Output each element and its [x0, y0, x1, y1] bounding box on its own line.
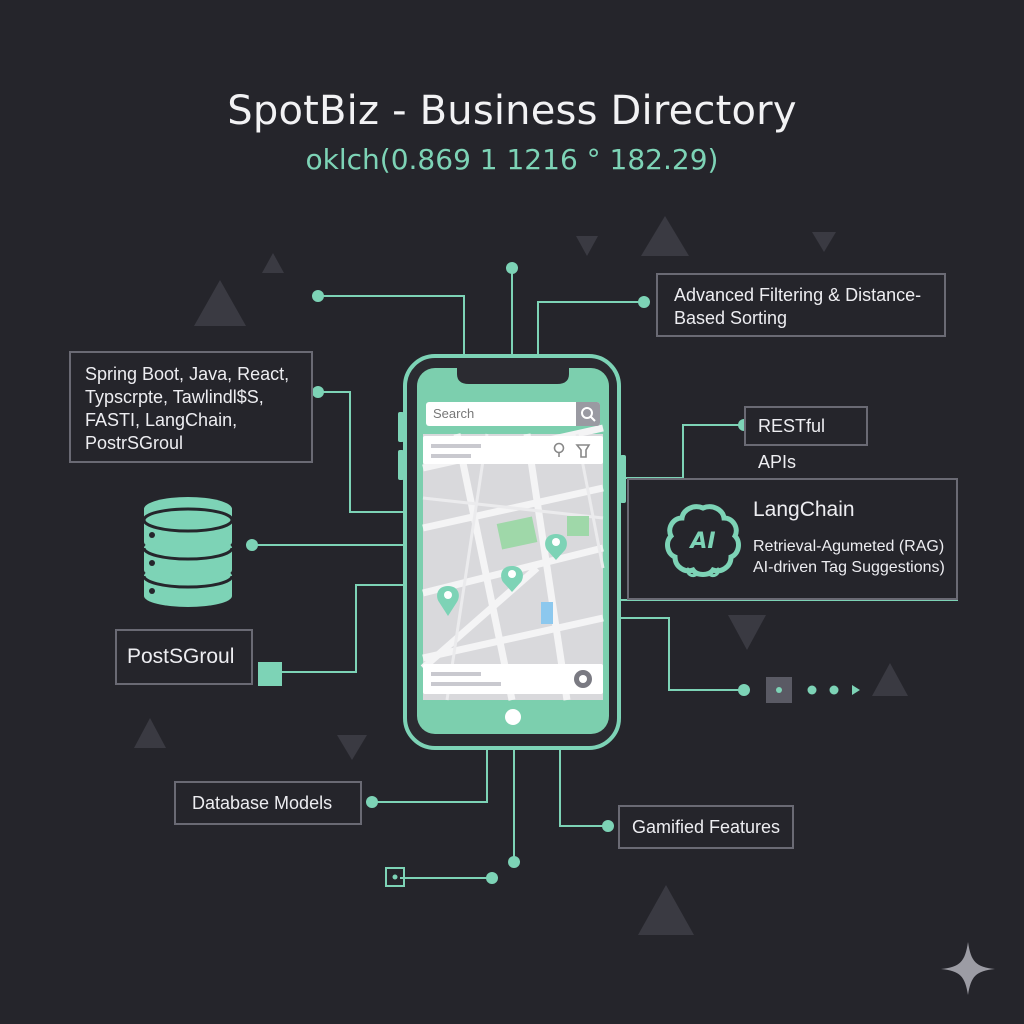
connector-node	[506, 262, 518, 274]
connector-line	[537, 301, 644, 356]
database-models-label: Database Models	[192, 793, 333, 813]
connector-line	[559, 748, 608, 827]
filtering-box: Advanced Filtering & Distance- Based Sor…	[656, 273, 946, 337]
connector-node	[508, 856, 520, 868]
connector-nodes	[246, 262, 860, 884]
arrow-node	[852, 685, 860, 695]
search-icon	[581, 407, 596, 422]
water-area	[541, 602, 553, 624]
triangle-decoration	[134, 718, 166, 748]
tech-stack-line: Spring Boot, Java, React,	[85, 364, 290, 384]
map-view[interactable]	[417, 368, 609, 734]
langchain-title: LangChain	[753, 498, 855, 521]
triangle-decoration	[262, 253, 284, 273]
connector-node	[776, 687, 782, 693]
connector-node	[366, 796, 378, 808]
search-bar[interactable]: Search	[426, 402, 600, 426]
phone-screen	[417, 368, 609, 734]
connector-line	[619, 617, 744, 691]
database-models-box: Database Models	[174, 781, 362, 825]
langchain-line: AI-driven Tag Suggestions)	[753, 559, 945, 576]
filtering-line: Based Sorting	[674, 308, 788, 328]
triangle-decoration	[576, 236, 598, 256]
map-pin[interactable]	[501, 566, 523, 592]
connector-node	[829, 685, 839, 695]
langchain-box: AI LangChain Retrieval-Agumeted (RAG) AI…	[627, 478, 958, 600]
tech-stack-line: PostrSGroul	[85, 433, 184, 453]
connector-node	[312, 386, 324, 398]
triangle-decoration	[337, 735, 367, 760]
restful-apis-box: RESTful APIs	[744, 406, 868, 472]
info-card-bottom	[423, 664, 603, 694]
search-input[interactable]: Search	[433, 406, 475, 421]
square-node	[258, 662, 282, 686]
tech-stack-box: Spring Boot, Java, React, Typscrpte, Taw…	[69, 351, 313, 463]
connector-node	[246, 539, 258, 551]
gamified-features-box: Gamified Features	[618, 805, 794, 849]
triangle-decoration	[194, 280, 246, 326]
tech-stack-line: Typscrpte, Tawlindl$S,	[85, 387, 264, 407]
home-button	[505, 709, 521, 725]
ai-brain-icon: AI	[665, 504, 741, 578]
page-subtitle: oklch(0.869 1 1216 ° 182.29)	[305, 143, 719, 176]
langchain-line: Retrieval-Agumeted (RAG)	[753, 538, 945, 555]
postgres-label: PostSGroul	[127, 645, 235, 668]
connector-line	[282, 584, 405, 673]
sparkle-icon	[941, 942, 995, 995]
map-pin[interactable]	[545, 534, 567, 560]
connector-line	[372, 748, 488, 803]
filtering-line: Advanced Filtering & Distance-	[674, 285, 922, 305]
decorative-triangles	[134, 216, 908, 935]
connector-node	[807, 685, 817, 695]
postgres-box: PostSGroul	[115, 629, 253, 685]
info-card-top	[423, 436, 603, 464]
triangle-decoration	[641, 216, 689, 256]
restful-apis-label: RESTful APIs	[758, 416, 826, 472]
connector-node	[486, 872, 498, 884]
connector-node	[392, 874, 398, 880]
connector-line	[318, 295, 465, 356]
triangle-decoration	[638, 885, 694, 935]
connector-node	[738, 684, 750, 696]
gamified-features-label: Gamified Features	[632, 817, 781, 837]
connector-line	[318, 391, 405, 513]
triangle-decoration	[872, 663, 908, 696]
ai-icon-text: AI	[688, 529, 715, 554]
filter-icon	[575, 444, 591, 458]
phone-notch	[457, 368, 569, 384]
page-title: SpotBiz - Business Directory	[227, 88, 797, 134]
database-icon	[142, 497, 234, 607]
park-area	[567, 516, 589, 536]
triangle-decoration	[812, 232, 836, 252]
connector-node	[602, 820, 614, 832]
connector-node	[312, 290, 324, 302]
connector-node	[638, 296, 650, 308]
park-area	[496, 516, 538, 550]
square-node-outline	[385, 867, 405, 887]
connector-line	[619, 424, 744, 479]
triangle-decoration	[728, 615, 766, 650]
search-button[interactable]	[576, 402, 600, 426]
tech-stack-line: FASTI, LangChain,	[85, 410, 238, 430]
map-pin[interactable]	[437, 586, 459, 616]
